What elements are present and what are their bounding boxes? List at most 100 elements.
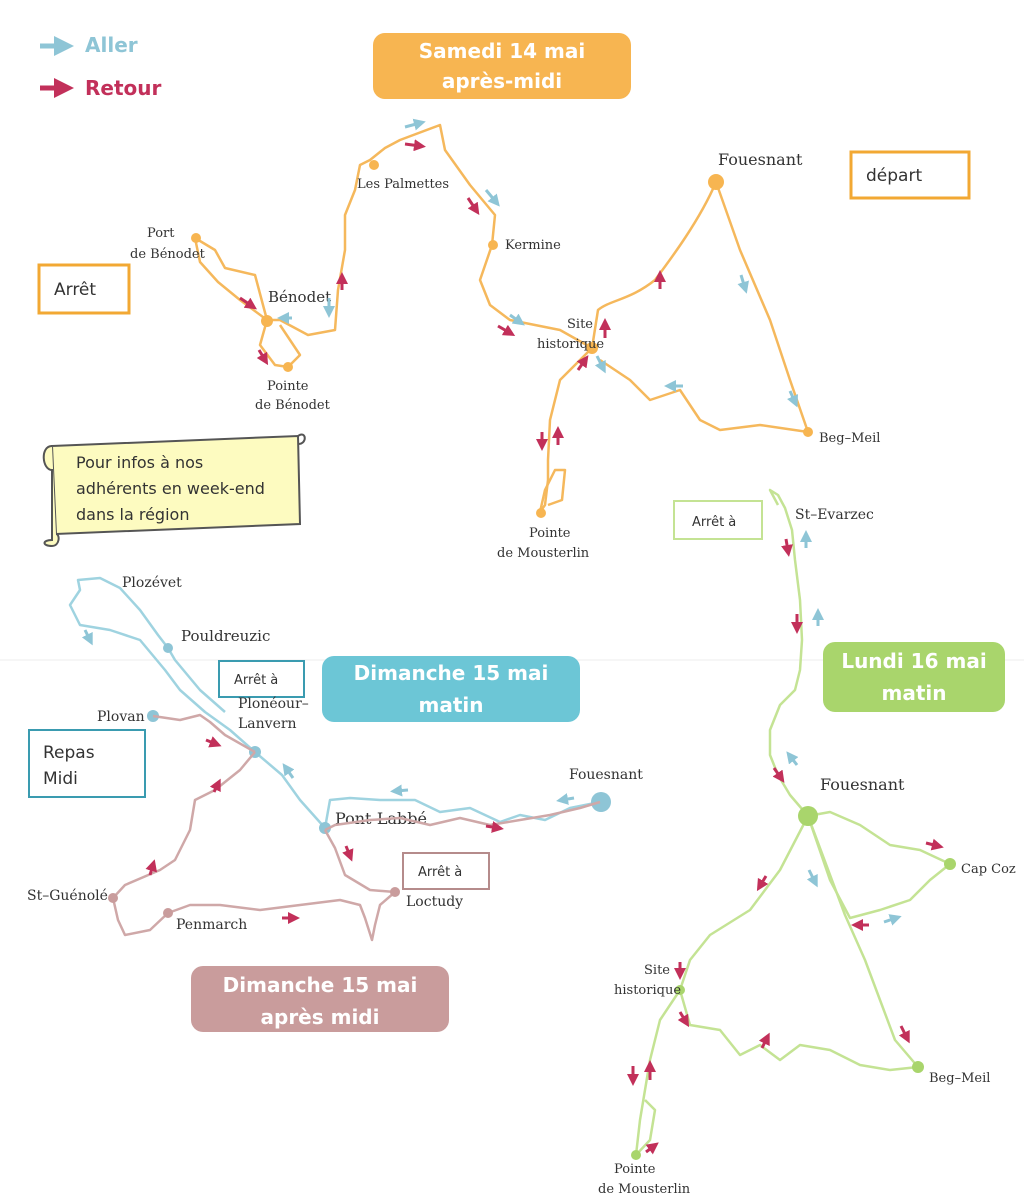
route-dimanche-matin-labels: Plozévet Pouldreuzic Plovan Plonéour– La… bbox=[97, 575, 643, 828]
stop-cap-coz bbox=[944, 858, 956, 870]
place-pointe-benodet-2: de Bénodet bbox=[255, 398, 331, 413]
day-label-dimanche-matin: Dimanche 15 mai matin bbox=[322, 656, 580, 722]
day-label-dimanche-matin-line1: Dimanche 15 mai bbox=[354, 661, 549, 685]
arrow-aller bbox=[594, 355, 606, 374]
arrow-aller bbox=[737, 274, 749, 294]
place-fouesnant-lundi: Fouesnant bbox=[820, 775, 905, 794]
route-dimanche-arrows bbox=[81, 629, 575, 924]
box-repas-midi: Repas Midi bbox=[28, 729, 146, 798]
day-label-dimanche-aprem-line1: Dimanche 15 mai bbox=[223, 973, 418, 997]
arrow-aller bbox=[81, 629, 93, 646]
stop-site-historique-lundi bbox=[675, 985, 685, 995]
arrow-retour bbox=[497, 324, 516, 337]
arrow-retour bbox=[209, 778, 221, 793]
place-st-guenole: St–Guénolé bbox=[27, 888, 108, 904]
stop-fouesnant-samedi bbox=[708, 174, 724, 190]
box-arret-label: Arrêt bbox=[54, 280, 96, 300]
arrow-aller bbox=[404, 118, 426, 131]
arrow-retour bbox=[485, 821, 504, 833]
stop-kermine bbox=[488, 240, 498, 250]
day-label-lundi-line1: Lundi 16 mai bbox=[841, 649, 986, 673]
route-dimanche-aprem-stops bbox=[108, 887, 400, 918]
stop-fouesnant-lundi bbox=[798, 806, 818, 826]
place-ploneour-1: Plonéour– bbox=[238, 696, 309, 712]
arrow-retour bbox=[781, 538, 793, 557]
route-dimanche-aprem-labels: St–Guénolé Penmarch Loctudy bbox=[27, 888, 463, 933]
stop-mousterlin-lundi bbox=[631, 1150, 641, 1160]
place-plozevet: Plozévet bbox=[122, 575, 182, 591]
place-site-lundi-1: Site bbox=[644, 963, 670, 978]
route-lundi-stops bbox=[631, 806, 956, 1160]
arrow-aller bbox=[787, 390, 798, 408]
box-arret-dimanche-aprem: Arrêt à bbox=[402, 852, 490, 890]
place-plovan: Plovan bbox=[97, 709, 145, 725]
day-label-lundi-line2: matin bbox=[882, 681, 947, 705]
route-lundi bbox=[634, 488, 951, 1156]
route-samedi-arrows bbox=[239, 118, 798, 451]
arrow-retour bbox=[239, 296, 257, 310]
arrow-aller bbox=[883, 914, 902, 926]
day-label-dimanche-matin-line2: matin bbox=[419, 693, 484, 717]
place-beg-meil-lundi: Beg–Meil bbox=[929, 1071, 990, 1086]
arrow-aller bbox=[509, 313, 525, 326]
scroll-note-line2: adhérents en week-end bbox=[76, 479, 265, 498]
box-arret-lundi-label: Arrêt à bbox=[692, 515, 736, 530]
arrow-retour bbox=[925, 838, 944, 851]
place-site-lundi-2: historique bbox=[614, 983, 681, 998]
arrow-aller bbox=[556, 793, 575, 805]
place-pouldreuzic: Pouldreuzic bbox=[181, 627, 270, 645]
arrow-retour bbox=[758, 1032, 770, 1049]
route-lundi-labels: St–Evarzec Fouesnant Cap Coz Site histor… bbox=[598, 507, 1016, 1197]
place-site-samedi-2: historique bbox=[537, 337, 604, 352]
day-label-samedi-line2: après-midi bbox=[442, 69, 562, 93]
box-arret-dm-label: Arrêt à bbox=[234, 673, 278, 688]
place-port-benodet-1: Port bbox=[147, 226, 175, 241]
place-site-samedi-1: Site bbox=[567, 317, 593, 332]
place-mousterlin-lundi-2: de Mousterlin bbox=[598, 1182, 691, 1197]
box-arret-dimanche-matin: Arrêt à bbox=[218, 660, 305, 698]
arrow-retour bbox=[256, 349, 269, 366]
stop-site-historique-samedi bbox=[586, 342, 598, 354]
day-label-dimanche-aprem-line2: après midi bbox=[261, 1005, 380, 1029]
box-depart-label: départ bbox=[866, 166, 922, 186]
place-port-benodet-2: de Bénodet bbox=[130, 247, 206, 262]
arrow-aller bbox=[484, 189, 500, 207]
stop-penmarch bbox=[163, 908, 173, 918]
arrow-aller bbox=[390, 784, 409, 797]
arrow-aller bbox=[786, 751, 799, 766]
arrow-retour bbox=[645, 1142, 659, 1155]
arrow-retour bbox=[404, 139, 426, 152]
place-loctudy: Loctudy bbox=[406, 894, 463, 910]
place-mousterlin-samedi-1: Pointe bbox=[529, 526, 571, 541]
place-pointe-benodet-1: Pointe bbox=[267, 379, 309, 394]
arrow-aller bbox=[282, 763, 295, 779]
stop-beg-meil-lundi bbox=[912, 1061, 924, 1073]
place-kermine: Kermine bbox=[505, 238, 561, 253]
arrow-retour bbox=[205, 736, 222, 748]
arrow-retour bbox=[756, 875, 769, 892]
scroll-note-line1: Pour infos à nos bbox=[76, 453, 203, 472]
stop-port-benodet bbox=[191, 233, 201, 243]
place-fouesnant-samedi: Fouesnant bbox=[718, 150, 803, 169]
arrow-retour bbox=[898, 1025, 910, 1044]
place-mousterlin-samedi-2: de Mousterlin bbox=[497, 546, 590, 561]
stop-les-palmettes bbox=[369, 160, 379, 170]
arrow-retour bbox=[466, 197, 480, 215]
legend: Aller Retour bbox=[40, 33, 162, 100]
day-label-samedi-line1: Samedi 14 mai bbox=[419, 39, 585, 63]
stop-benodet bbox=[261, 315, 273, 327]
stop-beg-meil-samedi bbox=[803, 427, 813, 437]
arrow-retour bbox=[576, 355, 589, 371]
arrow-retour bbox=[342, 845, 354, 862]
scroll-note: Pour infos à nos adhérents en week-end d… bbox=[42, 433, 306, 548]
stop-loctudy bbox=[390, 887, 400, 897]
day-label-dimanche-aprem: Dimanche 15 mai après midi bbox=[191, 966, 449, 1032]
stop-fouesnant-dimanche bbox=[591, 792, 611, 812]
arrow-aller bbox=[806, 869, 818, 888]
legend-aller: Aller bbox=[85, 33, 138, 57]
place-beg-meil-samedi: Beg–Meil bbox=[819, 431, 880, 446]
box-depart: départ bbox=[849, 150, 971, 200]
stop-pont-labbe bbox=[319, 822, 331, 834]
place-cap-coz: Cap Coz bbox=[961, 862, 1016, 877]
